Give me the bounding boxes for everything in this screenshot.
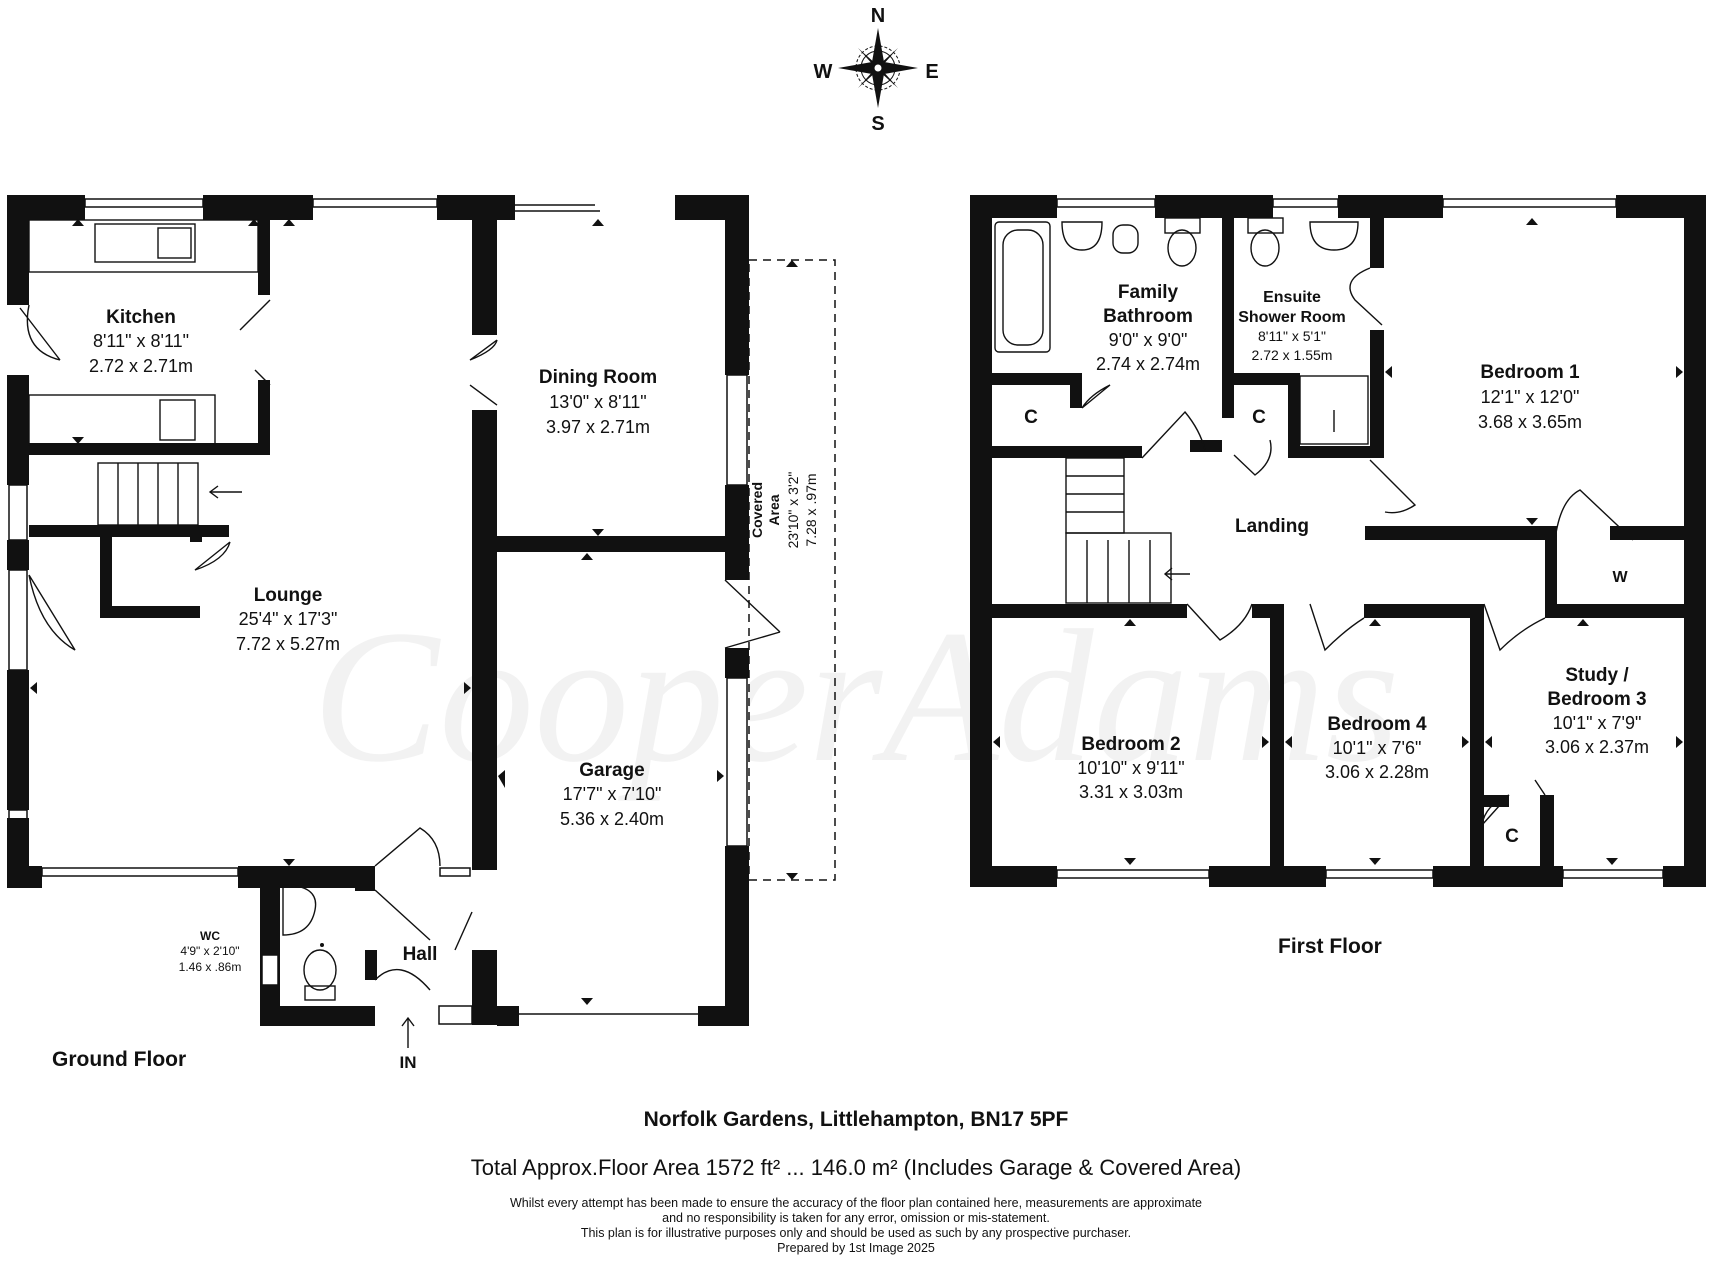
garage-metric: 5.36 x 2.40m bbox=[560, 809, 664, 829]
bedroom2-name: Bedroom 2 bbox=[1081, 734, 1180, 755]
bedroom2-metric: 3.31 x 3.03m bbox=[1079, 782, 1183, 802]
hall-name: Hall bbox=[403, 944, 438, 965]
wc-imperial: 4'9" x 2'10" bbox=[180, 944, 239, 958]
covered-imperial: 23'10" x 3'2" bbox=[785, 472, 801, 549]
total-area: Total Approx.Floor Area 1572 ft² ... 146… bbox=[470, 1155, 1242, 1180]
covered-name-1: Covered bbox=[749, 482, 765, 538]
wardrobe-label: W bbox=[1612, 569, 1628, 586]
bedroom4-imperial: 10'1" x 7'6" bbox=[1333, 738, 1422, 758]
lounge-imperial: 25'4" x 17'3" bbox=[239, 609, 338, 629]
bathroom-fittings bbox=[994, 217, 1369, 445]
compass-rose: N S W E bbox=[814, 5, 939, 135]
first-stairs bbox=[1065, 457, 1190, 604]
bedroom1-imperial: 12'1" x 12'0" bbox=[1481, 387, 1580, 407]
ensuite-name-1: Ensuite bbox=[1263, 289, 1321, 306]
bathroom-name-1: Family bbox=[1118, 282, 1179, 303]
dining-metric: 3.97 x 2.71m bbox=[546, 417, 650, 437]
bedroom1-name: Bedroom 1 bbox=[1480, 362, 1580, 383]
address: Norfolk Gardens, Littlehampton, BN17 5PF bbox=[643, 1108, 1069, 1131]
kitchen-fittings bbox=[28, 219, 259, 446]
disclaimer-line: Whilst every attempt has been made to en… bbox=[509, 1196, 1203, 1210]
ground-labels: Kitchen 8'11" x 8'11" 2.72 x 2.71m Loung… bbox=[89, 307, 819, 1072]
compass-e: E bbox=[925, 61, 938, 83]
lounge-name: Lounge bbox=[254, 585, 323, 606]
bedroom4-metric: 3.06 x 2.28m bbox=[1325, 762, 1429, 782]
kitchen-name: Kitchen bbox=[106, 307, 176, 328]
dining-name: Dining Room bbox=[539, 367, 657, 388]
bathroom-metric: 2.74 x 2.74m bbox=[1096, 354, 1200, 374]
bedroom2-imperial: 10'10" x 9'11" bbox=[1077, 758, 1184, 778]
wc-name: WC bbox=[200, 929, 220, 943]
covered-name-2: Area bbox=[766, 494, 782, 525]
compass-w: W bbox=[814, 61, 833, 83]
disclaimer: Whilst every attempt has been made to en… bbox=[0, 1196, 1712, 1256]
compass-n: N bbox=[871, 5, 885, 27]
compass-s: S bbox=[871, 113, 884, 135]
ensuite-metric: 2.72 x 1.55m bbox=[1252, 347, 1333, 363]
first-doors bbox=[1081, 267, 1634, 828]
lounge-metric: 7.72 x 5.27m bbox=[236, 634, 340, 654]
ground-floor-title: Ground Floor bbox=[52, 1048, 187, 1071]
bathroom-name-2: Bathroom bbox=[1103, 306, 1193, 327]
garage-imperial: 17'7" x 7'10" bbox=[563, 784, 662, 804]
dining-imperial: 13'0" x 8'11" bbox=[549, 392, 646, 412]
kitchen-metric: 2.72 x 2.71m bbox=[89, 356, 193, 376]
study-metric: 3.06 x 2.37m bbox=[1545, 737, 1649, 757]
study-imperial: 10'1" x 7'9" bbox=[1553, 713, 1642, 733]
ground-stairs bbox=[97, 462, 242, 526]
cupboard-label-3: C bbox=[1505, 826, 1519, 847]
wc-fittings bbox=[261, 884, 337, 1001]
first-floor-walls bbox=[970, 195, 1706, 887]
wc-metric: 1.46 x .86m bbox=[179, 960, 242, 974]
disclaimer-line: Prepared by 1st Image 2025 bbox=[777, 1241, 935, 1255]
cupboard-label-2: C bbox=[1252, 407, 1266, 428]
first-labels: Family Bathroom 9'0" x 9'0" 2.74 x 2.74m… bbox=[1024, 282, 1649, 847]
disclaimer-line: This plan is for illustrative purposes o… bbox=[580, 1226, 1132, 1240]
bedroom4-name: Bedroom 4 bbox=[1327, 714, 1427, 735]
first-floor-title: First Floor bbox=[1278, 935, 1382, 958]
garage-name: Garage bbox=[579, 760, 644, 781]
study-name-1: Study / bbox=[1565, 665, 1629, 686]
study-name-2: Bedroom 3 bbox=[1547, 689, 1646, 710]
covered-metric: 7.28 x .97m bbox=[803, 473, 819, 546]
ensuite-imperial: 8'11" x 5'1" bbox=[1258, 328, 1326, 344]
ground-floor-walls bbox=[7, 195, 749, 1026]
ground-doors bbox=[19, 299, 781, 1048]
disclaimer-line: and no responsibility is taken for any e… bbox=[662, 1211, 1050, 1225]
cupboard-label-1: C bbox=[1024, 407, 1038, 428]
bathroom-imperial: 9'0" x 9'0" bbox=[1109, 330, 1188, 350]
ensuite-name-2: Shower Room bbox=[1238, 309, 1346, 326]
kitchen-imperial: 8'11" x 8'11" bbox=[93, 331, 189, 351]
window-markers bbox=[30, 218, 1683, 1005]
entrance-label: IN bbox=[400, 1053, 417, 1072]
bedroom1-metric: 3.68 x 3.65m bbox=[1478, 412, 1582, 432]
landing-name: Landing bbox=[1235, 516, 1309, 537]
